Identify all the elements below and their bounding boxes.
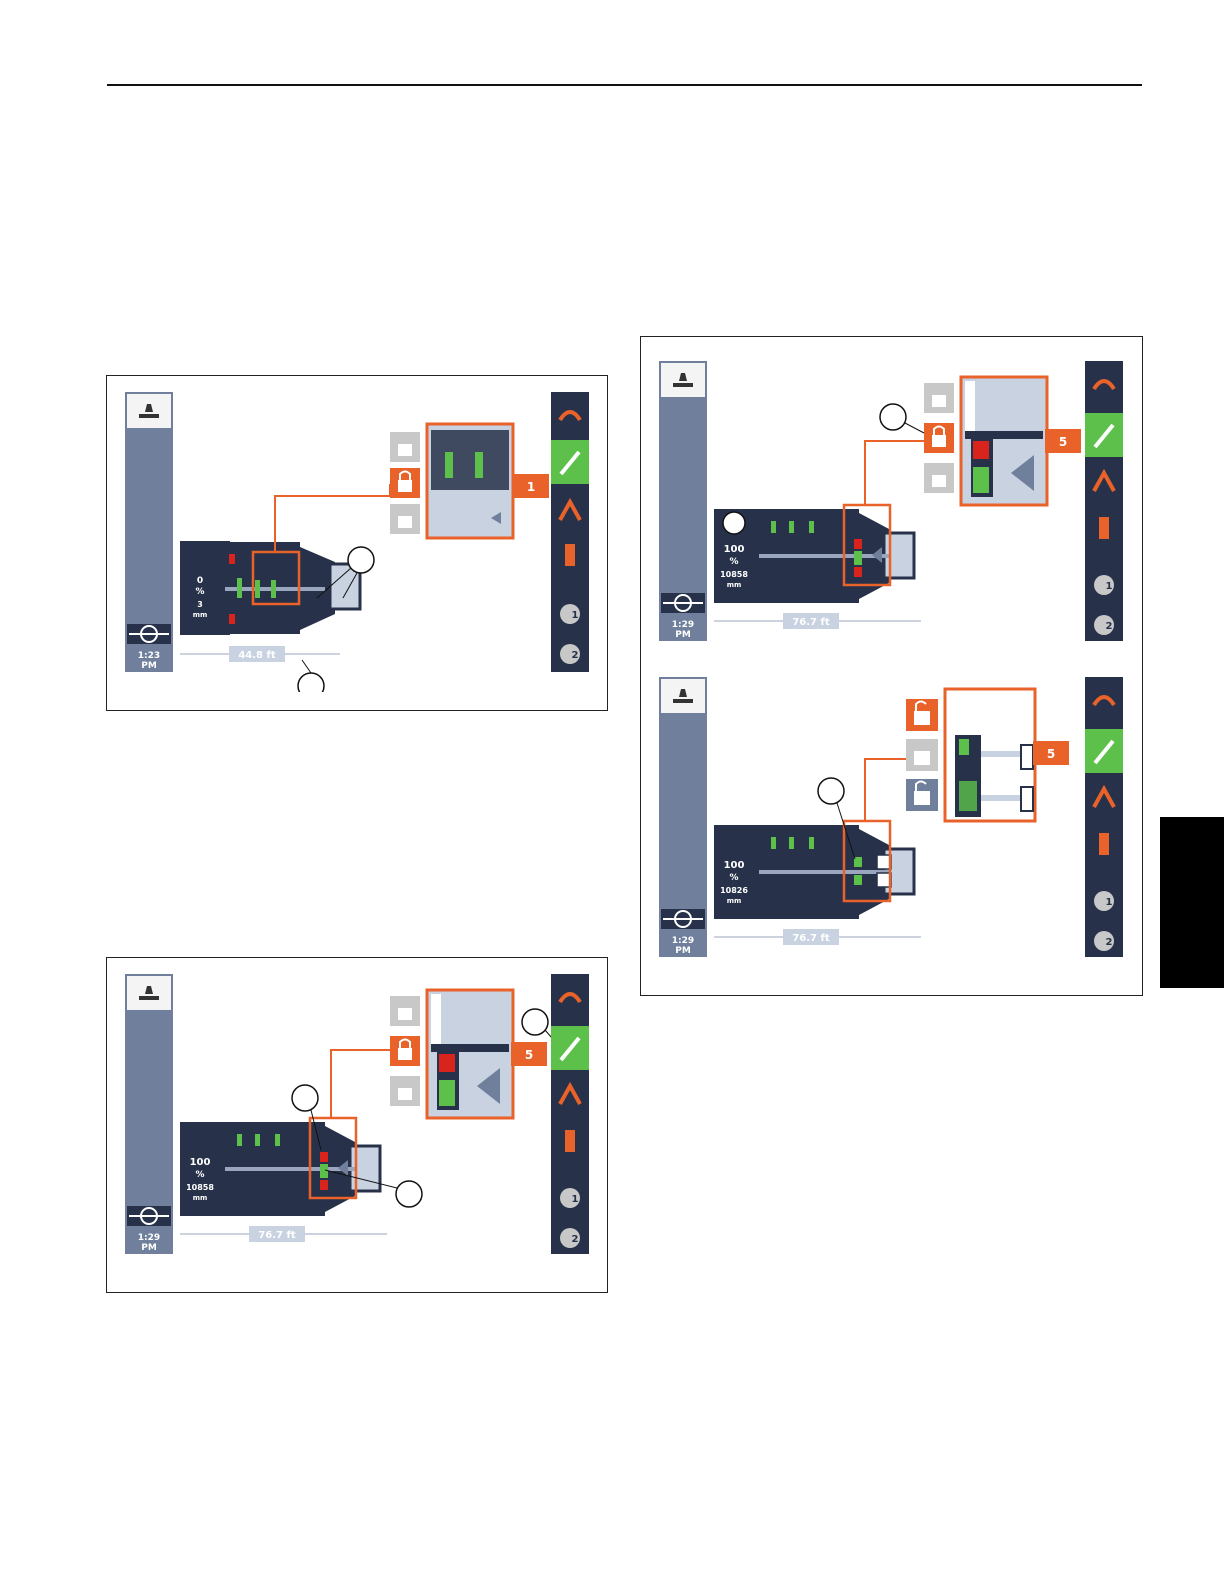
- lock-icon-top: [390, 996, 420, 1026]
- time-bar: 1:23 PM: [125, 392, 173, 672]
- hoist-2-label: 2: [572, 650, 579, 661]
- callout: [818, 778, 844, 804]
- sync-percent: 0: [197, 576, 203, 586]
- hoist-2-label: 2: [572, 1234, 579, 1245]
- hoist-1-label: 1: [1106, 581, 1113, 592]
- ampm-text: PM: [675, 946, 691, 956]
- boom-length: 76.7 ft: [258, 1230, 296, 1241]
- callout: [292, 1085, 318, 1111]
- ampm-text: PM: [141, 1243, 157, 1253]
- lock-icon-middle: [924, 423, 954, 453]
- hoist-1-label: 1: [572, 1194, 579, 1205]
- hoist-2-label: 2: [1106, 621, 1113, 632]
- mm-unit: mm: [193, 1194, 208, 1202]
- time-text: 1:29: [672, 620, 694, 630]
- callout-filled: [723, 512, 745, 534]
- callout: [522, 1009, 548, 1035]
- callout: [880, 404, 906, 430]
- level-icon: [661, 593, 705, 613]
- unlock-icon-bottom: [906, 779, 938, 811]
- callout: [396, 1181, 422, 1207]
- boom-sections: [180, 541, 360, 635]
- side-menu: 1 2: [1085, 361, 1123, 641]
- unlock-icon-top: [906, 699, 938, 731]
- time-bar: 1:29 PM: [659, 361, 707, 641]
- remote-control-icon: [565, 544, 575, 566]
- figure-telescope-sync-0: 1:23 PM 0 % 3 mm: [106, 375, 608, 711]
- time-text: 1:29: [672, 936, 694, 946]
- header-rule: [107, 84, 1142, 86]
- boom-length: 44.8 ft: [238, 650, 276, 661]
- mm-unit: mm: [193, 611, 208, 619]
- lock-icon-bottom: [924, 463, 954, 493]
- callout: [348, 547, 374, 573]
- hoist-1-label: 1: [572, 610, 579, 621]
- lock-icon-bottom: [390, 1076, 420, 1106]
- percent-unit: %: [729, 873, 738, 883]
- remote-control-icon: [565, 1130, 575, 1152]
- time-bar: 1:29 PM: [125, 974, 173, 1254]
- boom-sections: [180, 1122, 380, 1216]
- lock-icon-top: [390, 432, 420, 462]
- sync-mm: 3: [197, 600, 203, 609]
- lock-icon-middle: [390, 1036, 420, 1066]
- lock-icon-bottom: [390, 504, 420, 534]
- hoist-2-label: 2: [1106, 937, 1113, 948]
- figure-telescope-sync-100: 1:29 PM 100 % 10858 mm: [106, 957, 608, 1293]
- section-number: 1: [527, 480, 535, 494]
- level-icon: [127, 624, 171, 644]
- sync-mm: 10858: [186, 1183, 214, 1192]
- callout: [298, 673, 324, 692]
- percent-unit: %: [195, 1170, 204, 1180]
- mm-unit: mm: [727, 897, 742, 905]
- boom-sections: [714, 825, 914, 919]
- side-menu: 1 2: [551, 974, 589, 1254]
- sync-mm: 10826: [720, 886, 748, 895]
- boom-length: 76.7 ft: [792, 617, 830, 628]
- lock-icon-middle: [906, 739, 938, 771]
- section-number: 5: [1047, 747, 1055, 761]
- sync-mm: 10858: [720, 570, 748, 579]
- section-number: 5: [1059, 435, 1067, 449]
- level-icon: [661, 909, 705, 929]
- section-number: 5: [525, 1048, 533, 1062]
- chapter-tab: [1160, 817, 1224, 988]
- side-menu: 1 2: [1085, 677, 1123, 957]
- time-text: 1:23: [138, 651, 160, 661]
- lock-icon-top: [924, 383, 954, 413]
- hoist-1-label: 1: [1106, 897, 1113, 908]
- sync-percent: 100: [724, 860, 745, 871]
- sync-percent: 100: [724, 544, 745, 555]
- remote-control-icon: [1099, 833, 1109, 855]
- figure-unlock-sequence: 1:29 PM 100 % 10858 mm: [640, 336, 1143, 996]
- time-text: 1:29: [138, 1233, 160, 1243]
- side-menu: 1 2: [551, 392, 589, 672]
- remote-control-icon: [1099, 517, 1109, 539]
- percent-unit: %: [195, 587, 204, 597]
- boom-length: 76.7 ft: [792, 933, 830, 944]
- level-icon: [127, 1206, 171, 1226]
- mm-unit: mm: [727, 581, 742, 589]
- lock-icon-middle: [390, 468, 420, 498]
- sync-percent: 100: [190, 1157, 211, 1168]
- percent-unit: %: [729, 557, 738, 567]
- ampm-text: PM: [675, 630, 691, 640]
- ampm-text: PM: [141, 661, 157, 671]
- time-bar: 1:29 PM: [659, 677, 707, 957]
